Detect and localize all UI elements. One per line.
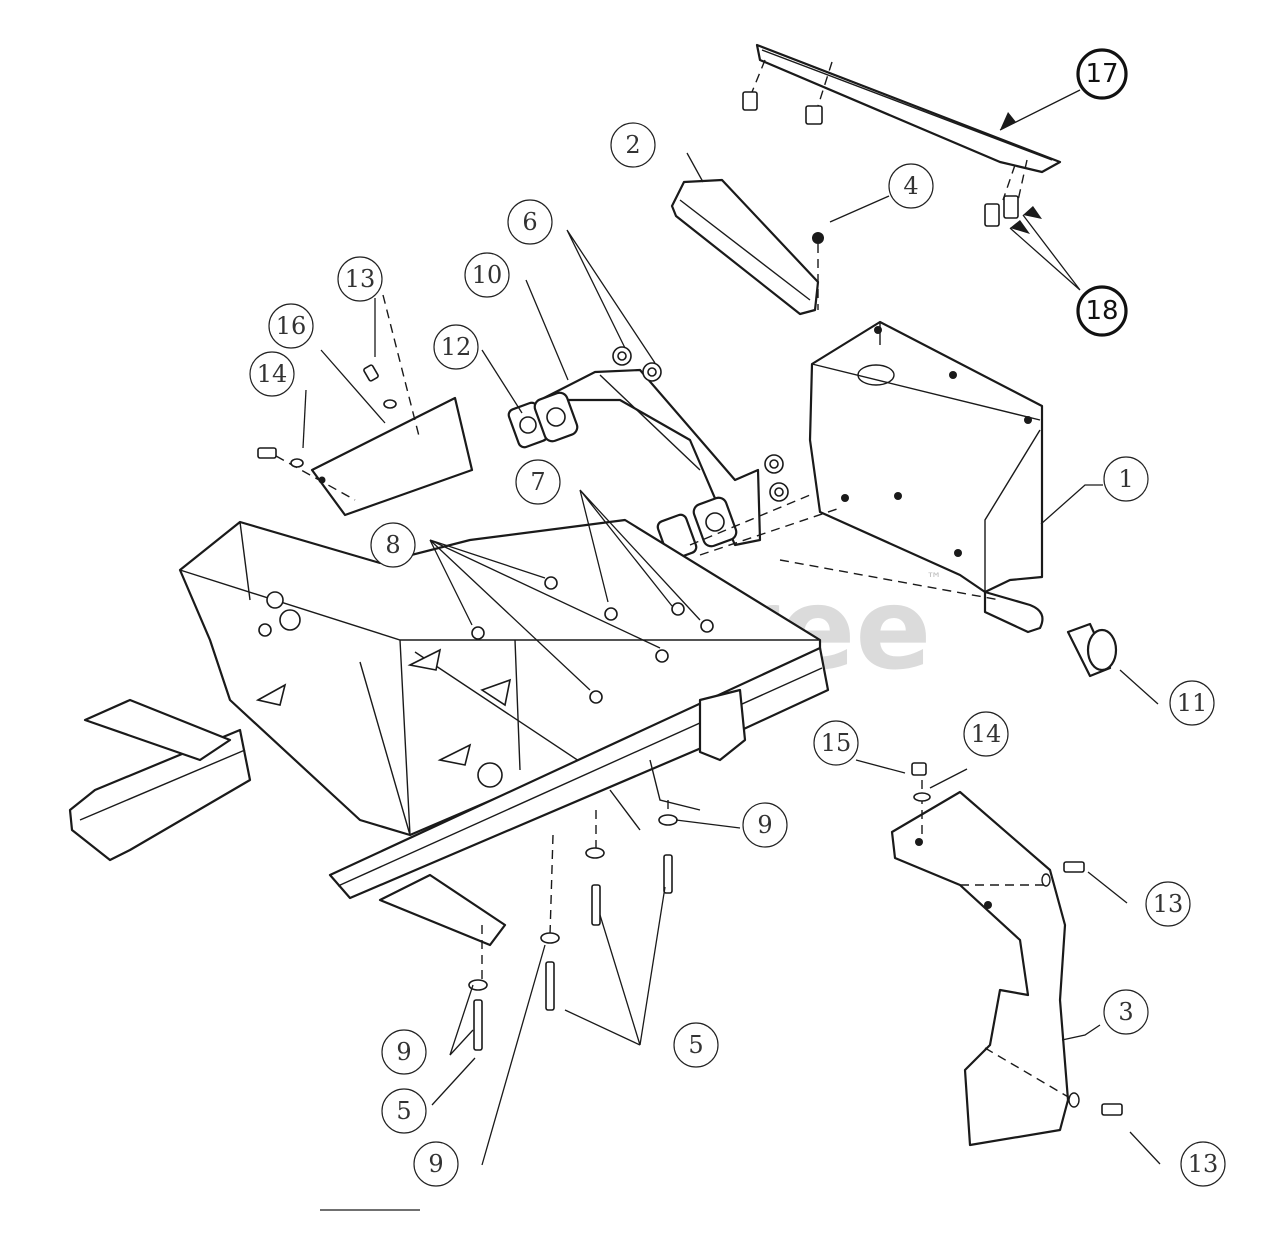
- callout-number: 9: [396, 1038, 411, 1066]
- callout-13b[interactable]: 13: [1145, 881, 1191, 927]
- callout-number: 1: [1118, 465, 1133, 493]
- callout-3[interactable]: 3: [1103, 989, 1149, 1035]
- callout-12[interactable]: 12: [433, 324, 479, 370]
- callout-14b[interactable]: 14: [963, 711, 1009, 757]
- shield-3[interactable]: [890, 762, 1123, 1147]
- callout-17[interactable]: 17: [1076, 48, 1128, 100]
- callout-number: 18: [1085, 296, 1118, 326]
- bolt-washer-set[interactable]: [468, 800, 678, 1051]
- frame[interactable]: [68, 518, 830, 947]
- callout-number: 5: [396, 1097, 411, 1125]
- leader-lines: [302, 89, 1161, 1211]
- callout-number: 13: [1153, 890, 1184, 918]
- callout-number: 10: [472, 261, 503, 289]
- callout-9b[interactable]: 9: [381, 1029, 427, 1075]
- tailpipe[interactable]: [1066, 622, 1118, 678]
- callout-14a[interactable]: 14: [249, 351, 295, 397]
- callout-11[interactable]: 11: [1169, 680, 1215, 726]
- callout-number: 7: [530, 468, 545, 496]
- callout-18[interactable]: 18: [1076, 285, 1128, 337]
- callout-number: 6: [522, 208, 537, 236]
- callout-13c[interactable]: 13: [1180, 1141, 1226, 1187]
- bolt-icon: [911, 762, 1123, 1116]
- callout-number: 16: [276, 312, 307, 340]
- exhaust-pipes[interactable]: [507, 346, 1001, 601]
- callout-number: 9: [757, 811, 772, 839]
- callout-number: 14: [971, 720, 1002, 748]
- bolt-4[interactable]: [812, 232, 824, 310]
- callout-1[interactable]: 1: [1103, 456, 1149, 502]
- callout-5b[interactable]: 5: [381, 1088, 427, 1134]
- callout-10[interactable]: 10: [464, 252, 510, 298]
- callout-number: 4: [903, 172, 918, 200]
- callout-number: 3: [1118, 998, 1133, 1026]
- heat-shield-top[interactable]: [742, 43, 1062, 227]
- callout-8[interactable]: 8: [370, 522, 416, 568]
- callout-number: 13: [1188, 1150, 1219, 1178]
- callout-6[interactable]: 6: [507, 199, 553, 245]
- muffler[interactable]: [808, 320, 1044, 634]
- callout-15[interactable]: 15: [813, 720, 859, 766]
- callout-number: 12: [441, 333, 472, 361]
- callout-number: 11: [1177, 689, 1208, 717]
- callout-number: 2: [625, 131, 640, 159]
- callout-number: 9: [428, 1150, 443, 1178]
- callout-9a[interactable]: 9: [742, 802, 788, 848]
- callout-number: 13: [345, 265, 376, 293]
- callout-number: 8: [385, 531, 400, 559]
- callout-16[interactable]: 16: [268, 303, 314, 349]
- nut-icon: [612, 346, 789, 502]
- shield-16[interactable]: [257, 294, 474, 517]
- bolt-icon: [257, 364, 397, 468]
- nut-icon: [471, 576, 714, 704]
- shield-2[interactable]: [670, 178, 820, 316]
- callout-number: 15: [821, 729, 852, 757]
- svg-text:™: ™: [926, 569, 942, 588]
- callout-4[interactable]: 4: [888, 163, 934, 209]
- bolt-icon: [742, 91, 1019, 227]
- gasket-icon: [507, 391, 738, 561]
- callout-7[interactable]: 7: [515, 459, 561, 505]
- callout-number: 14: [257, 360, 288, 388]
- callout-number: 17: [1085, 59, 1118, 89]
- callout-2[interactable]: 2: [610, 122, 656, 168]
- callout-13a[interactable]: 13: [337, 256, 383, 302]
- callout-9c[interactable]: 9: [413, 1141, 459, 1187]
- callout-number: 5: [688, 1031, 703, 1059]
- callout-5a[interactable]: 5: [673, 1022, 719, 1068]
